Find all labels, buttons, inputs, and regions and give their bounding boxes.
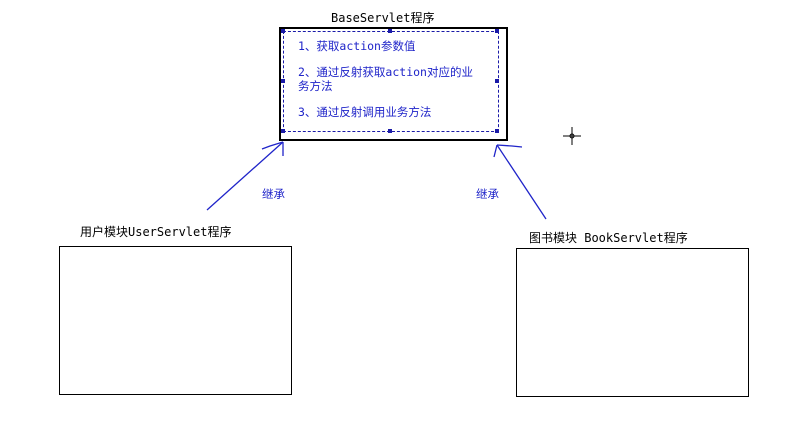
step-1-text: 1、获取action参数值 <box>298 39 416 53</box>
inherit-label-left: 继承 <box>262 187 285 201</box>
selection-handle-bottom-right[interactable] <box>495 129 499 133</box>
step-3-text: 3、通过反射调用业务方法 <box>298 105 432 119</box>
inherit-arrow-right[interactable] <box>493 144 547 220</box>
user-servlet-box[interactable] <box>59 246 292 395</box>
selection-handle-top-right[interactable] <box>495 29 499 33</box>
inherit-label-right: 继承 <box>476 187 499 201</box>
selection-handle-top-mid[interactable] <box>388 29 392 33</box>
book-servlet-title: 图书模块 BookServlet程序 <box>529 231 688 245</box>
book-servlet-box[interactable] <box>516 248 749 397</box>
selection-handle-bottom-mid[interactable] <box>388 129 392 133</box>
selection-handle-mid-left[interactable] <box>281 79 285 83</box>
inherit-arrow-left[interactable] <box>206 141 284 211</box>
user-servlet-title: 用户模块UserServlet程序 <box>80 225 232 239</box>
selection-handle-bottom-left[interactable] <box>281 129 285 133</box>
base-servlet-title: BaseServlet程序 <box>331 11 435 25</box>
step-2-text: 2、通过反射获取action对应的业 <box>298 65 473 79</box>
selection-handle-mid-right[interactable] <box>495 79 499 83</box>
step-2-text-continued: 务方法 <box>298 79 333 93</box>
selection-handle-top-left[interactable] <box>281 29 285 33</box>
crosshair-cursor-icon <box>563 127 581 145</box>
base-servlet-box[interactable] <box>279 27 508 141</box>
